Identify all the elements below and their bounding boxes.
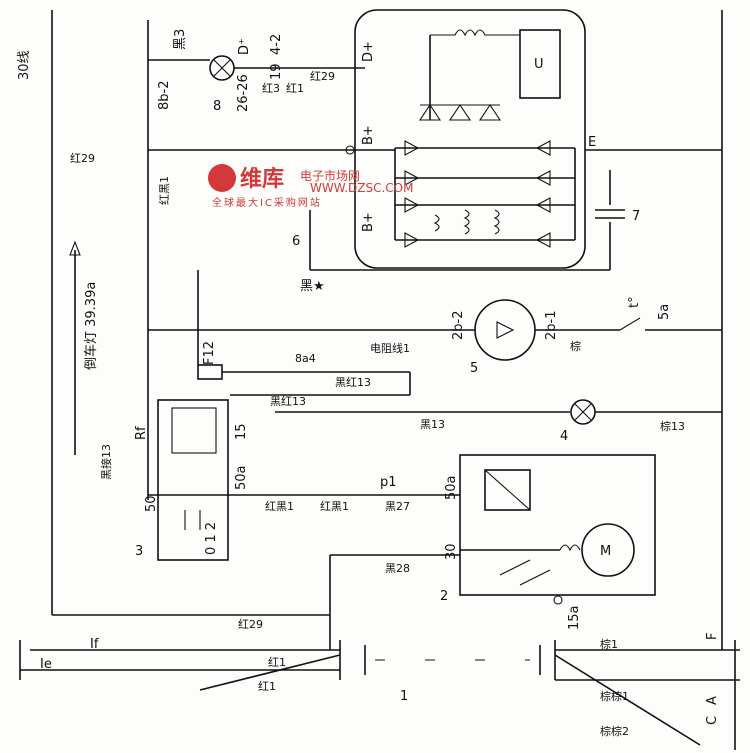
label-bplus-b: B+ [361,212,376,232]
label-temp: t° [627,296,642,308]
label-lamp8: 8 [213,99,221,114]
label-19: 19 [269,63,284,80]
lamp4-cross-b [574,403,592,421]
fuse-f12 [197,364,223,380]
watermark: 维库 电子市场网 WWW.DZSC.COM 全球最大IC采购网站 [208,164,413,209]
label-bplus-a: B+ [361,125,376,145]
label-5: 5 [470,361,478,376]
label-d-plus-wire: 黑3 [173,29,188,50]
regulator-box [519,29,561,99]
label-50: 50 [144,495,159,512]
label-brown13: 棕13 [660,419,685,433]
wm-brand: 维库 [240,166,284,192]
label-4-2: 4-2 [269,34,284,55]
label-5a: 5a [657,304,672,320]
label-rb1a: 红黑1 [265,500,294,513]
label-8b2: 8b-2 [157,81,172,111]
label-red1: 红1 [286,82,304,95]
label-2: 2 [440,589,448,604]
label-e: E [588,135,596,150]
label-rf: Rf [134,426,149,440]
starter-motor [459,454,656,596]
label-red29-top: 红29 [70,152,95,165]
ignition-switch [157,399,229,561]
wm-url: WWW.DZSC.COM [310,181,413,195]
label-cap7: 7 [632,209,640,224]
label-4: 4 [560,429,568,444]
label-rb1b: 红黑1 [320,500,349,513]
label-red29-low: 红29 [238,618,263,631]
label-dplus-gen: D+ [361,41,376,62]
terminal-bplus [345,145,355,155]
label-u: U [534,57,544,72]
label-8a4: 8a4 [295,352,316,365]
motor-coil [559,544,581,552]
label-30: 30 [444,543,459,560]
motor-m [581,523,635,577]
temp-switch [619,317,641,331]
rectifier-diodes [394,140,576,248]
contact-a [499,559,531,576]
label-p1: p1 [380,475,397,490]
label-2b1: 2b-1 [544,311,559,341]
arrow-reverse [69,240,81,256]
label-brownb: 棕棕1 [600,689,629,703]
solenoid [484,469,531,511]
label-brownc: 棕棕2 [600,724,629,738]
label-2b2: 2b-2 [451,311,466,341]
label-ie: Ie [40,657,52,672]
label-red-black1: 红黑1 [158,176,171,205]
label-black27: 黑27 [385,500,410,513]
label-rb13b: 黑红13 [270,395,306,408]
label-dplus-lamp: D⁺ [237,38,252,55]
label-brown1: 棕1 [600,637,618,651]
label-sw-pos: 0 1 2 [204,522,219,555]
label-motor-m: M [600,544,611,559]
wire-ground-diag [554,654,701,746]
contact-b [519,569,551,586]
label-red1b: 红1 [258,680,276,693]
label-red29-side: 红29 [310,70,335,83]
label-15: 15 [234,423,249,440]
label-rb13: 黑红13 [335,376,371,389]
label-red1a: 红1 [268,656,286,669]
label-main-30: 30线 [17,50,32,80]
label-reverse-lamp: 倒车灯 39.39a [83,282,99,370]
label-brown-a: 棕 [570,339,581,353]
label-resistor-wire: 电阻线1 [370,341,410,355]
label-c: C [705,716,720,725]
label-if: If [90,637,99,652]
stator-coils [433,209,500,235]
wm-slogan: 全球最大IC采购网站 [212,196,322,209]
label-ground-star: 黑★ [300,279,325,294]
label-50a: 50a [234,465,249,490]
generator-box [354,9,586,269]
label-50a-b: 50a [444,475,459,500]
label-f: F [705,633,720,640]
label-switch13: 黑接13 [100,444,113,480]
label-f12: F12 [202,341,217,365]
lamp-cross-b [213,59,231,77]
label-battery-1: 1 [400,689,408,704]
label-15a: 15a [567,605,582,630]
label-red3: 红3 [262,82,280,95]
gauge-5 [474,299,536,361]
label-a: A [705,696,720,705]
solenoid-diag [484,469,531,511]
label-black13: 黑13 [420,418,445,431]
gauge-needle [496,321,515,339]
label-6: 6 [292,234,300,249]
field-coil [430,29,520,37]
wm-brand2: 电子市场网 [300,168,360,183]
label-black28: 黑28 [385,562,410,575]
watermark-logo [208,164,236,192]
terminal-15a [553,595,563,605]
wire-red1-diag [199,654,341,691]
switch-contact-top [171,407,217,454]
label-26: 26-26 [236,74,251,112]
label-3: 3 [135,544,143,559]
exciter-diodes [418,104,502,121]
